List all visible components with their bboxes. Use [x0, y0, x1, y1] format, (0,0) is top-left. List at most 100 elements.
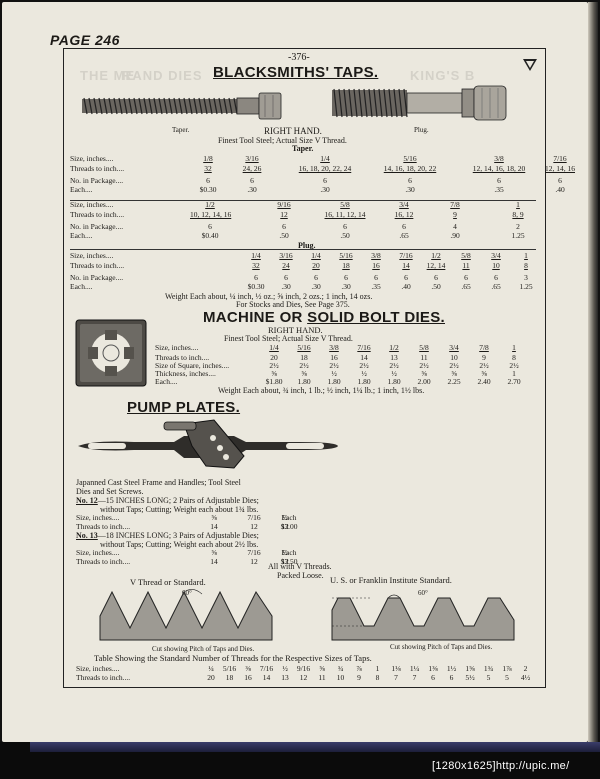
table-cell: 1.25 — [511, 231, 525, 240]
table-cell: .40 — [555, 185, 565, 194]
row-label: Threads to inch.... — [155, 353, 210, 362]
table-cell: 13 — [281, 673, 289, 682]
pump-plate-illustration — [78, 419, 338, 469]
taper-tap-illustration — [82, 92, 282, 120]
table-cell: 6 — [464, 273, 468, 282]
table-cell: 1.80 — [297, 377, 311, 386]
table-cell: 14, 16, 18, 20, 22 — [383, 164, 437, 173]
taper-caption: Taper. — [172, 126, 190, 134]
taps-steel: Finest Tool Steel; Actual Size V Thread. — [218, 136, 347, 145]
table-cell: 12, 14, 16 — [545, 164, 575, 173]
row-label: Each.... — [70, 231, 93, 240]
ghost-text: RAND DIES — [122, 68, 203, 83]
table-cell: 6 — [343, 222, 347, 231]
table-cell: 13 — [390, 353, 398, 362]
table-cell: 5/16 — [403, 154, 417, 163]
table-cell: 10 — [336, 673, 345, 682]
table-cell: 12 — [281, 557, 289, 566]
table-cell: .50 — [279, 231, 289, 240]
thread-tooth — [373, 88, 378, 118]
table-cell: 11 — [420, 353, 428, 362]
table-cell: ⅝ — [301, 369, 307, 378]
table-cell: 6 — [282, 222, 286, 231]
table-cell: 10 — [450, 353, 458, 362]
thread-tooth — [108, 97, 113, 115]
table-cell: 9 — [482, 353, 486, 362]
table-cell: 1⅜ — [428, 664, 438, 673]
table-cell: .35 — [371, 282, 381, 291]
table-cell: 3/8 — [329, 343, 339, 352]
thread-tooth — [363, 88, 368, 118]
table-cell: 6 — [497, 176, 501, 185]
table-cell: 20 — [207, 673, 215, 682]
thread-tooth — [173, 97, 178, 115]
table-cell: 14 — [210, 522, 218, 531]
thread-tooth — [358, 88, 363, 118]
thread-tooth — [133, 97, 138, 115]
table-cell: 8, 9 — [512, 210, 524, 219]
thread-tooth — [188, 97, 193, 115]
taper-header: Taper. — [292, 144, 314, 153]
book-cover-edge — [30, 742, 600, 752]
thread-tooth — [338, 88, 343, 118]
table-cell: 12, 14 — [426, 261, 446, 270]
table-cell: 1/4 — [320, 154, 330, 163]
table-cell: 8 — [524, 261, 528, 270]
table-cell: 1/4 — [251, 251, 261, 260]
table-cell: 1/8 — [203, 154, 213, 163]
thread-tooth — [128, 97, 133, 115]
table-cell: ¼ — [208, 664, 214, 673]
table-cell: 1 — [375, 664, 380, 673]
table-cell: .50 — [431, 282, 441, 291]
table-cell: .40 — [401, 282, 411, 291]
table-cell: 7 — [394, 673, 398, 682]
row-label: Size, inches.... — [70, 154, 114, 163]
thread-tooth — [118, 97, 123, 115]
table-cell: 2½ — [359, 361, 369, 370]
table-cell: 6 — [434, 273, 438, 282]
bolt-die-illustration — [75, 319, 147, 387]
thread-tooth — [168, 97, 173, 115]
table-cell: 6 — [208, 222, 212, 231]
page-frame — [63, 48, 546, 688]
thread-tooth — [348, 88, 353, 118]
table-cell: 6 — [323, 176, 327, 185]
dies-weight: Weight Each about, ¾ inch, 1 lb.; ½ inch… — [218, 386, 425, 395]
table-cell: 12, 14, 16, 18, 20 — [472, 164, 526, 173]
price: $3.50 — [280, 557, 298, 566]
thread-tooth — [228, 97, 233, 115]
table-cell: .65 — [491, 282, 501, 291]
table-cell: 16 — [244, 673, 252, 682]
table-cell: 10 — [492, 261, 500, 270]
table-cell: ⅝ — [271, 369, 277, 378]
table-cell: 1 — [512, 369, 516, 378]
ghost-text: KING'S B — [410, 68, 476, 83]
thread-tooth — [393, 88, 398, 118]
dies-hand: RIGHT HAND. — [268, 325, 323, 335]
thread-tooth — [218, 97, 223, 115]
table-cell: 7/16 — [553, 154, 567, 163]
table-cell: 1/2 — [431, 251, 441, 260]
no13-desc: —18 INCHES LONG; 3 Pairs of Adjustable D… — [97, 531, 259, 540]
table-cell: 3/4 — [399, 200, 409, 209]
table-cell: $1.80 — [265, 377, 283, 386]
row-label: Size, inches.... — [76, 513, 120, 522]
table-cell: 2½ — [449, 361, 459, 370]
brand-logo-icon — [523, 59, 537, 71]
table-cell: .35 — [494, 185, 504, 194]
plug-header: Plug. — [298, 241, 316, 250]
row-label: Size of Square, inches.... — [155, 361, 230, 370]
table-cell: ⅝ — [319, 664, 325, 673]
thread-tooth — [148, 97, 153, 115]
no13-label: No. 13 — [76, 531, 98, 540]
no13-line-2: without Taps; Cutting; Weight each about… — [100, 540, 259, 549]
each-header: Each — [281, 548, 297, 557]
table-cell: 3/8 — [371, 251, 381, 260]
row-label: Size, inches.... — [76, 548, 120, 557]
table-cell: 9/16 — [296, 664, 311, 673]
